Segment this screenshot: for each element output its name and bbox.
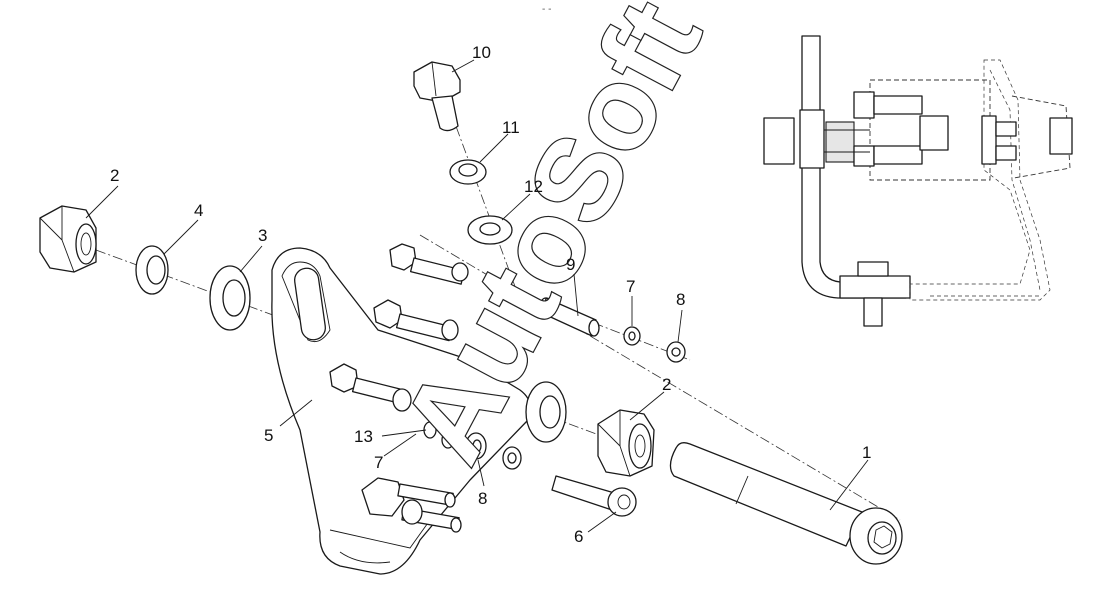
spring-washer xyxy=(135,245,169,295)
callout-11: 11 xyxy=(502,118,520,137)
long-bolt xyxy=(669,442,903,565)
flat-washer-large xyxy=(209,265,251,331)
lower-studs xyxy=(361,477,462,533)
socket-screw xyxy=(551,475,637,517)
washer-center-large xyxy=(525,381,567,443)
hex-nut-left xyxy=(39,205,97,273)
callout-12: 12 xyxy=(524,177,543,196)
flat-washer-top xyxy=(467,215,513,245)
washer-8-right xyxy=(666,341,686,363)
assembled-view xyxy=(763,35,1073,327)
callout-8-right: 8 xyxy=(676,290,685,309)
small-washers-13 xyxy=(423,421,455,449)
flange-bolt-2 xyxy=(373,299,459,342)
spring-washer-top xyxy=(449,159,487,185)
callout-10: 10 xyxy=(472,43,491,62)
callouts: 1 2 2 3 4 5 6 7 7 8 8 9 10 11 12 13 xyxy=(110,43,871,546)
callout-2-left: 2 xyxy=(110,166,119,185)
pin xyxy=(539,297,600,337)
callout-7-right: 7 xyxy=(626,277,635,296)
leader-lines xyxy=(85,59,869,533)
callout-13: 13 xyxy=(354,427,373,446)
washer-7-right xyxy=(623,326,641,346)
callout-9: 9 xyxy=(566,255,575,274)
washer-8-left xyxy=(465,432,487,460)
callout-6: 6 xyxy=(574,527,583,546)
top-mark: - - xyxy=(542,4,551,15)
callout-4: 4 xyxy=(194,201,203,220)
callout-2-right: 2 xyxy=(662,375,671,394)
flange-bolt-3 xyxy=(329,363,412,412)
hex-nut-right xyxy=(597,409,655,477)
hex-bolt-top xyxy=(413,61,461,132)
callout-7-left: 7 xyxy=(374,453,383,472)
callout-3: 3 xyxy=(258,226,267,245)
callout-5: 5 xyxy=(264,426,273,445)
washer-center-small xyxy=(502,446,522,470)
callout-1: 1 xyxy=(862,443,871,462)
callout-8-left: 8 xyxy=(478,489,487,508)
flange-bolt-1 xyxy=(389,243,469,285)
